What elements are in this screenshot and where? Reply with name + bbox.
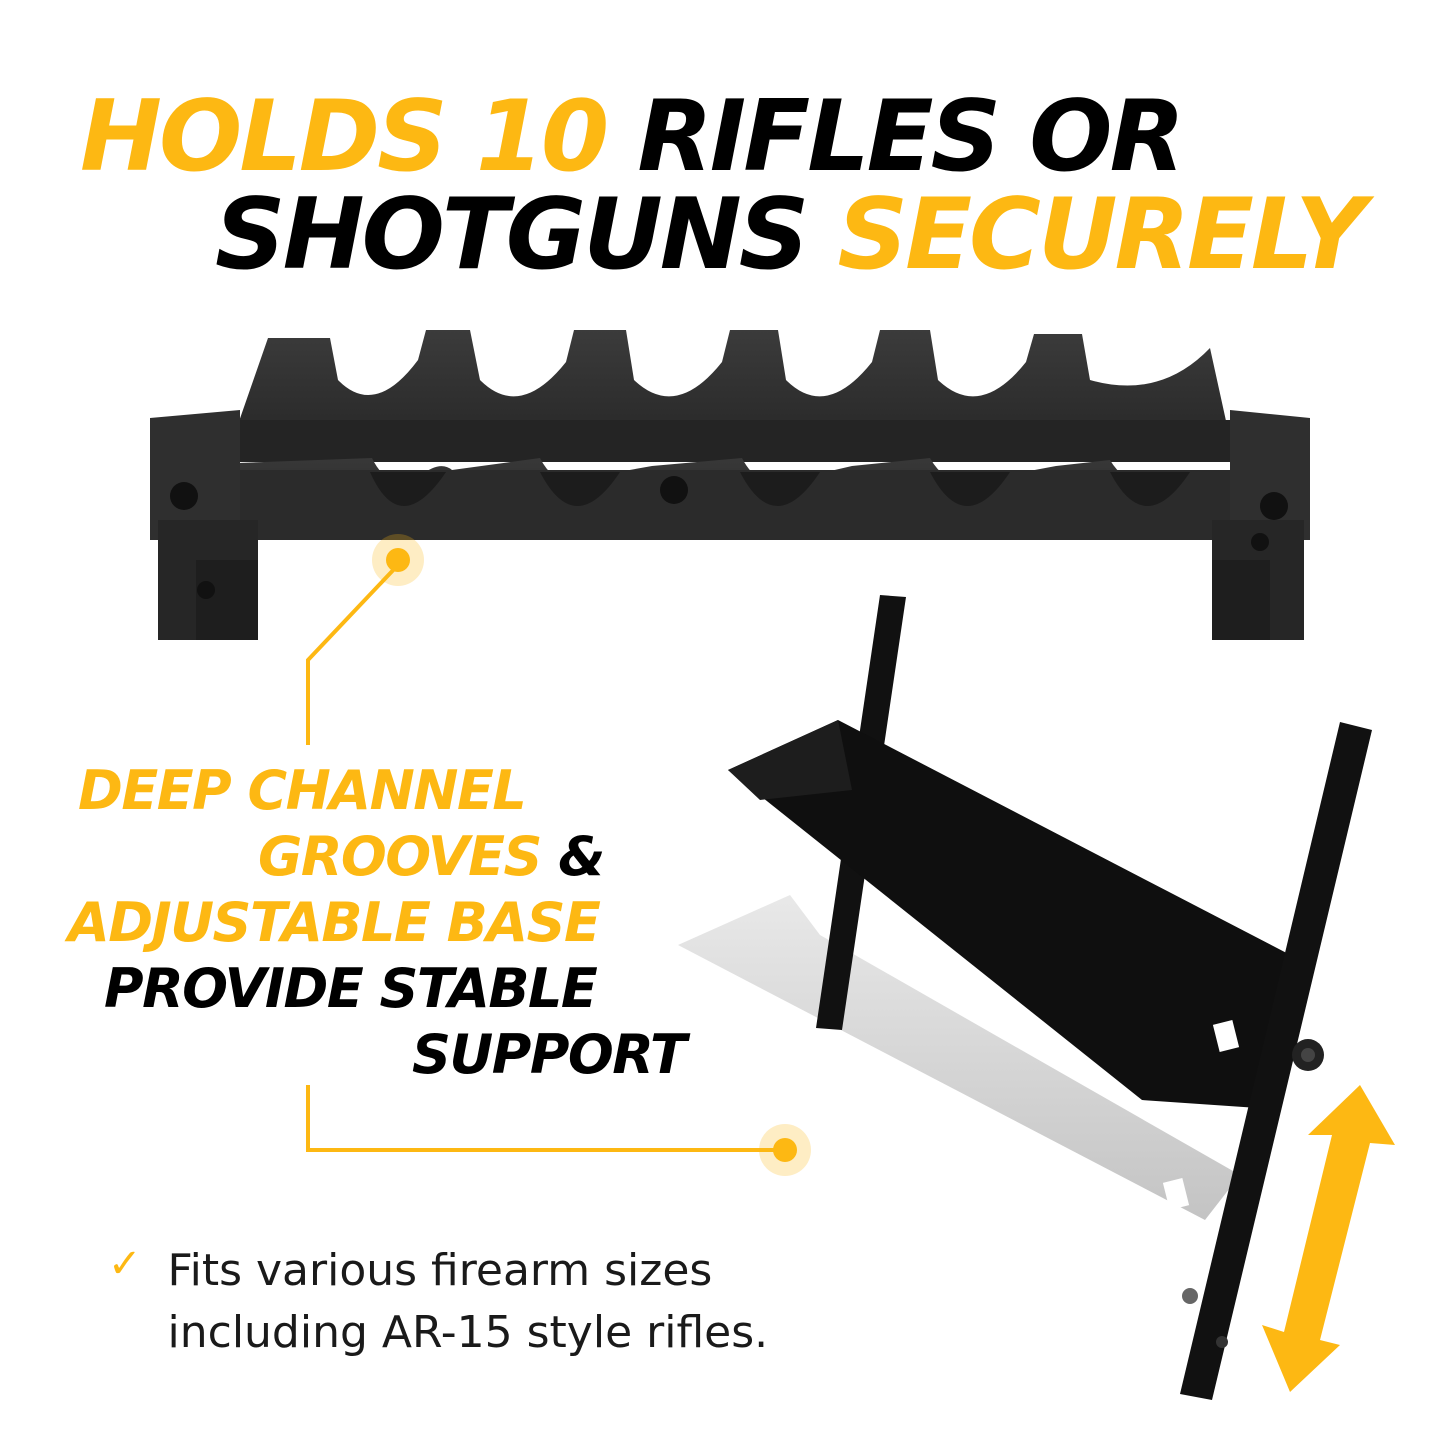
callout-line-1: DEEP CHANNEL	[78, 759, 527, 822]
feature-line-1: Fits various firearm sizes	[167, 1245, 713, 1296]
headline-line-1: HOLDS 10 RIFLES OR	[80, 88, 1185, 186]
feature-text: Fits various firearm sizes including AR-…	[168, 1240, 769, 1364]
rack-grooves	[370, 472, 1190, 506]
headline-text-1: RIFLES OR	[637, 80, 1185, 194]
headline-accent-1: HOLDS 10	[80, 80, 609, 194]
base-post-right	[1180, 722, 1372, 1400]
check-icon: ✓	[108, 1241, 142, 1287]
callout-line-4: PROVIDE STABLE	[104, 957, 598, 1020]
callout-line-2: GROOVES &	[258, 825, 605, 888]
rack-front-face	[158, 470, 1298, 540]
rack-end-cap-right	[1230, 410, 1310, 540]
rifle-rack-foam	[150, 330, 1310, 640]
feature-bullet: ✓ Fits various firearm sizes including A…	[108, 1240, 768, 1364]
adjustable-base	[678, 595, 1372, 1400]
double-arrow-icon	[1262, 1085, 1395, 1392]
base-shelf	[728, 720, 1300, 1108]
callout-line-3: ADJUSTABLE BASE	[68, 891, 601, 954]
headline-accent-2: SECURELY	[837, 178, 1367, 292]
rack-rail	[216, 420, 1258, 462]
headline-line-2: SHOTGUNS SECURELY	[215, 186, 1366, 284]
callout-dot-icon	[372, 534, 811, 1176]
callout-connector	[306, 563, 790, 1152]
headline-text-2: SHOTGUNS	[215, 178, 809, 292]
rack-back-comb	[236, 330, 1228, 430]
feature-line-2: including AR-15 style rifles.	[167, 1307, 769, 1358]
callout-line-5: SUPPORT	[412, 1023, 687, 1086]
base-shelf-ghost	[678, 895, 1240, 1220]
rack-end-cap-left	[150, 410, 240, 540]
